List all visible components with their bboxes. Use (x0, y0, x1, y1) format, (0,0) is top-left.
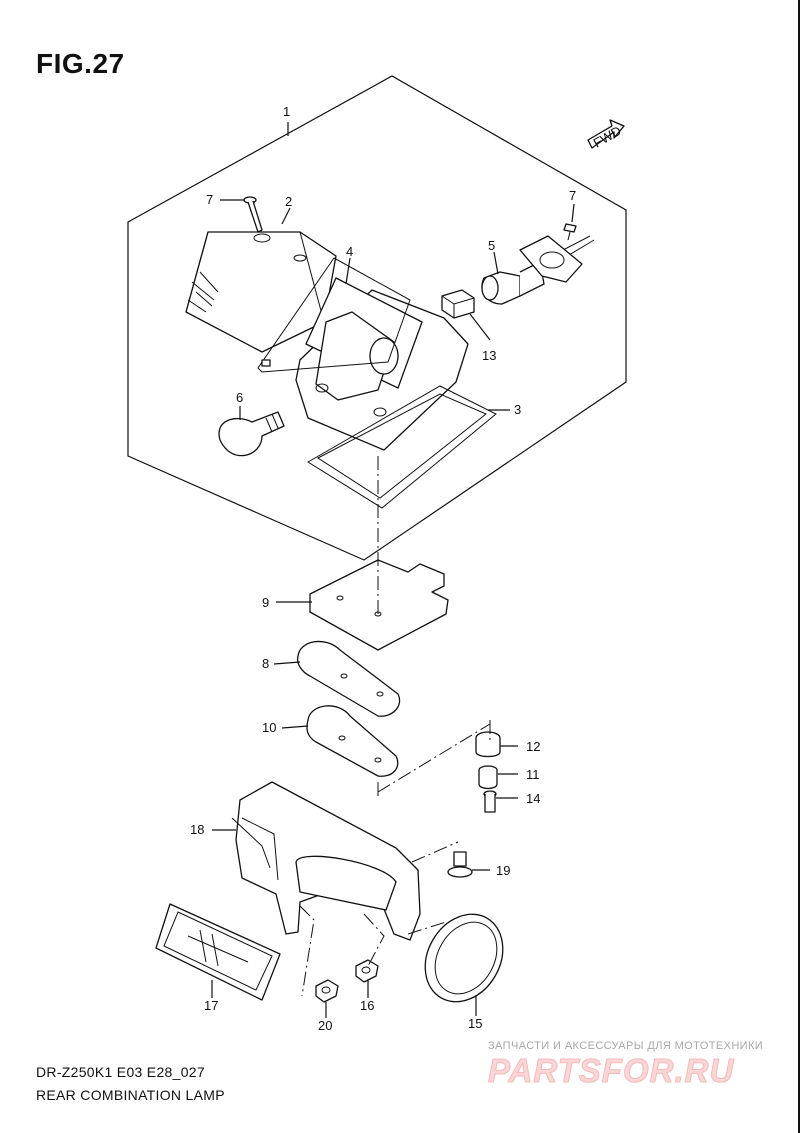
model-code: DR-Z250K1 E03 E28_027 (36, 1064, 205, 1080)
callout-17: 17 (204, 998, 218, 1013)
callout-8: 8 (262, 656, 269, 671)
part-nut-20 (315, 979, 339, 1003)
assembly-name: REAR COMBINATION LAMP (36, 1087, 225, 1103)
part-flange-bolt (447, 851, 473, 878)
part-bolt-14 (483, 790, 497, 813)
callout-15: 15 (468, 1016, 482, 1031)
part-reflector-rect (155, 903, 281, 1001)
part-bracket (231, 781, 421, 941)
callout-7-right: 7 (569, 188, 576, 203)
callout-1: 1 (283, 104, 290, 119)
callout-14: 14 (526, 791, 540, 806)
callout-10: 10 (262, 720, 276, 735)
callout-16: 16 (360, 998, 374, 1013)
part-gasket-10 (306, 705, 399, 777)
part-nut-16 (355, 959, 379, 983)
callout-12: 12 (526, 739, 540, 754)
part-plate (309, 559, 449, 651)
figure-title: FIG.27 (36, 48, 125, 79)
callout-4: 4 (346, 244, 353, 259)
part-screw-left (243, 196, 263, 233)
leader-lines (211, 122, 575, 1018)
part-gasket (307, 385, 497, 509)
callout-19: 19 (496, 863, 510, 878)
callout-18: 18 (190, 822, 204, 837)
part-clip (441, 289, 475, 319)
alignment-lines (299, 456, 491, 997)
fwd-arrow-icon: FWD (587, 119, 625, 151)
callout-20: 20 (318, 1018, 332, 1033)
part-reflector-round (424, 913, 504, 1003)
part-housing (257, 257, 469, 451)
callout-9: 9 (262, 595, 269, 610)
callout-3: 3 (514, 402, 521, 417)
part-gasket-8 (296, 640, 401, 717)
watermark-logo: PARTSFOR.RU (487, 1052, 735, 1090)
callout-11: 11 (526, 767, 540, 782)
part-grommet (475, 731, 501, 758)
callout-13: 13 (482, 348, 496, 363)
assembly-frame (127, 75, 627, 561)
callout-6: 6 (236, 390, 243, 405)
part-screw-right (519, 223, 583, 283)
watermark-caption: ЗАПЧАСТИ И АКСЕССУАРЫ ДЛЯ МОТОТЕХНИКИ (488, 1040, 764, 1052)
part-collar (478, 765, 498, 790)
callout-5: 5 (488, 238, 495, 253)
callout-2: 2 (285, 194, 292, 209)
callout-7-left: 7 (206, 192, 213, 207)
page-border (798, 0, 800, 1133)
part-bulb (218, 411, 285, 457)
